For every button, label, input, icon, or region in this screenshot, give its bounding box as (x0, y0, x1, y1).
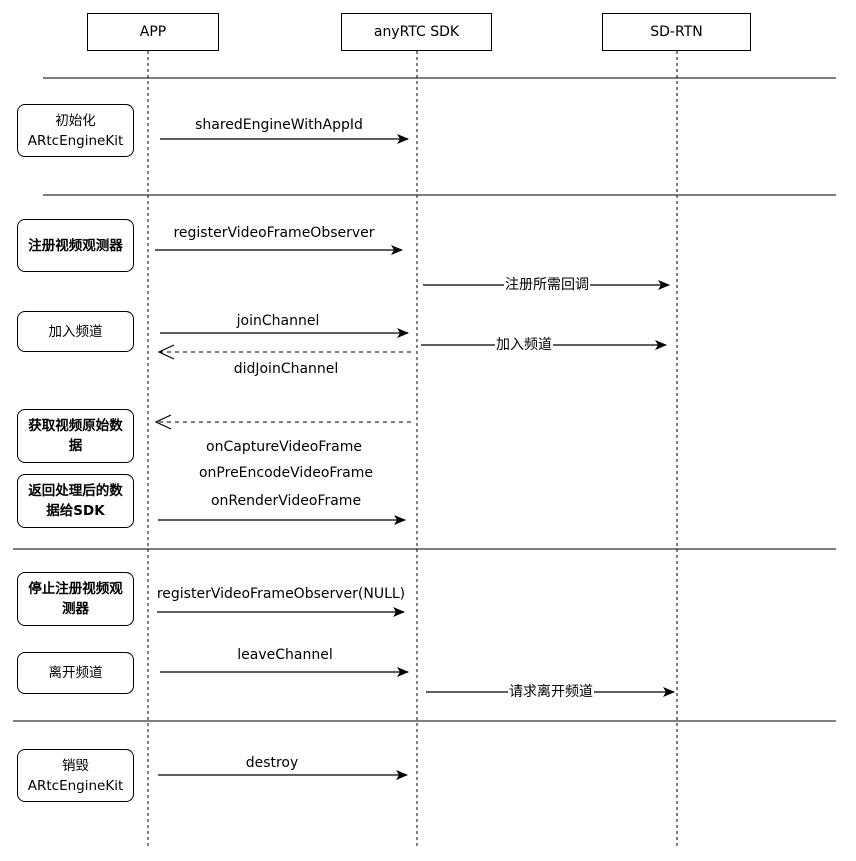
label-on-capture: onCaptureVideoFrame (206, 439, 362, 455)
participant-sdrtn: SD-RTN (602, 13, 751, 51)
label-join-sdrtn: 加入频道 (495, 336, 553, 354)
step-register-observer: 注册视频观测器 (17, 219, 134, 272)
step-join: 加入频道 (17, 311, 134, 352)
label-register-null: registerVideoFrameObserver(NULL) (156, 586, 406, 602)
label-request-leave: 请求离开频道 (508, 683, 594, 701)
label-did-join: didJoinChannel (233, 361, 339, 377)
step-return-processed: 返回处理后的数 据给SDK (17, 474, 134, 528)
participant-app: APP (87, 13, 219, 51)
label-on-render: onRenderVideoFrame (210, 493, 362, 509)
label-join-channel: joinChannel (236, 313, 320, 329)
step-init: 初始化 ARtcEngineKit (17, 104, 134, 157)
step-destroy: 销毁 ARtcEngineKit (17, 749, 134, 802)
label-register-observer: registerVideoFrameObserver (173, 225, 375, 241)
label-on-pre-encode: onPreEncodeVideoFrame (198, 465, 374, 481)
label-leave-channel: leaveChannel (237, 647, 333, 663)
step-stop-observer: 停止注册视频观 测器 (17, 572, 134, 626)
label-register-callback: 注册所需回调 (504, 276, 590, 294)
participant-sdk: anyRTC SDK (341, 13, 492, 51)
step-get-raw: 获取视频原始数 据 (17, 409, 134, 463)
label-destroy: destroy (245, 755, 299, 771)
step-leave: 离开频道 (17, 652, 134, 694)
label-shared-engine: sharedEngineWithAppId (195, 117, 363, 133)
